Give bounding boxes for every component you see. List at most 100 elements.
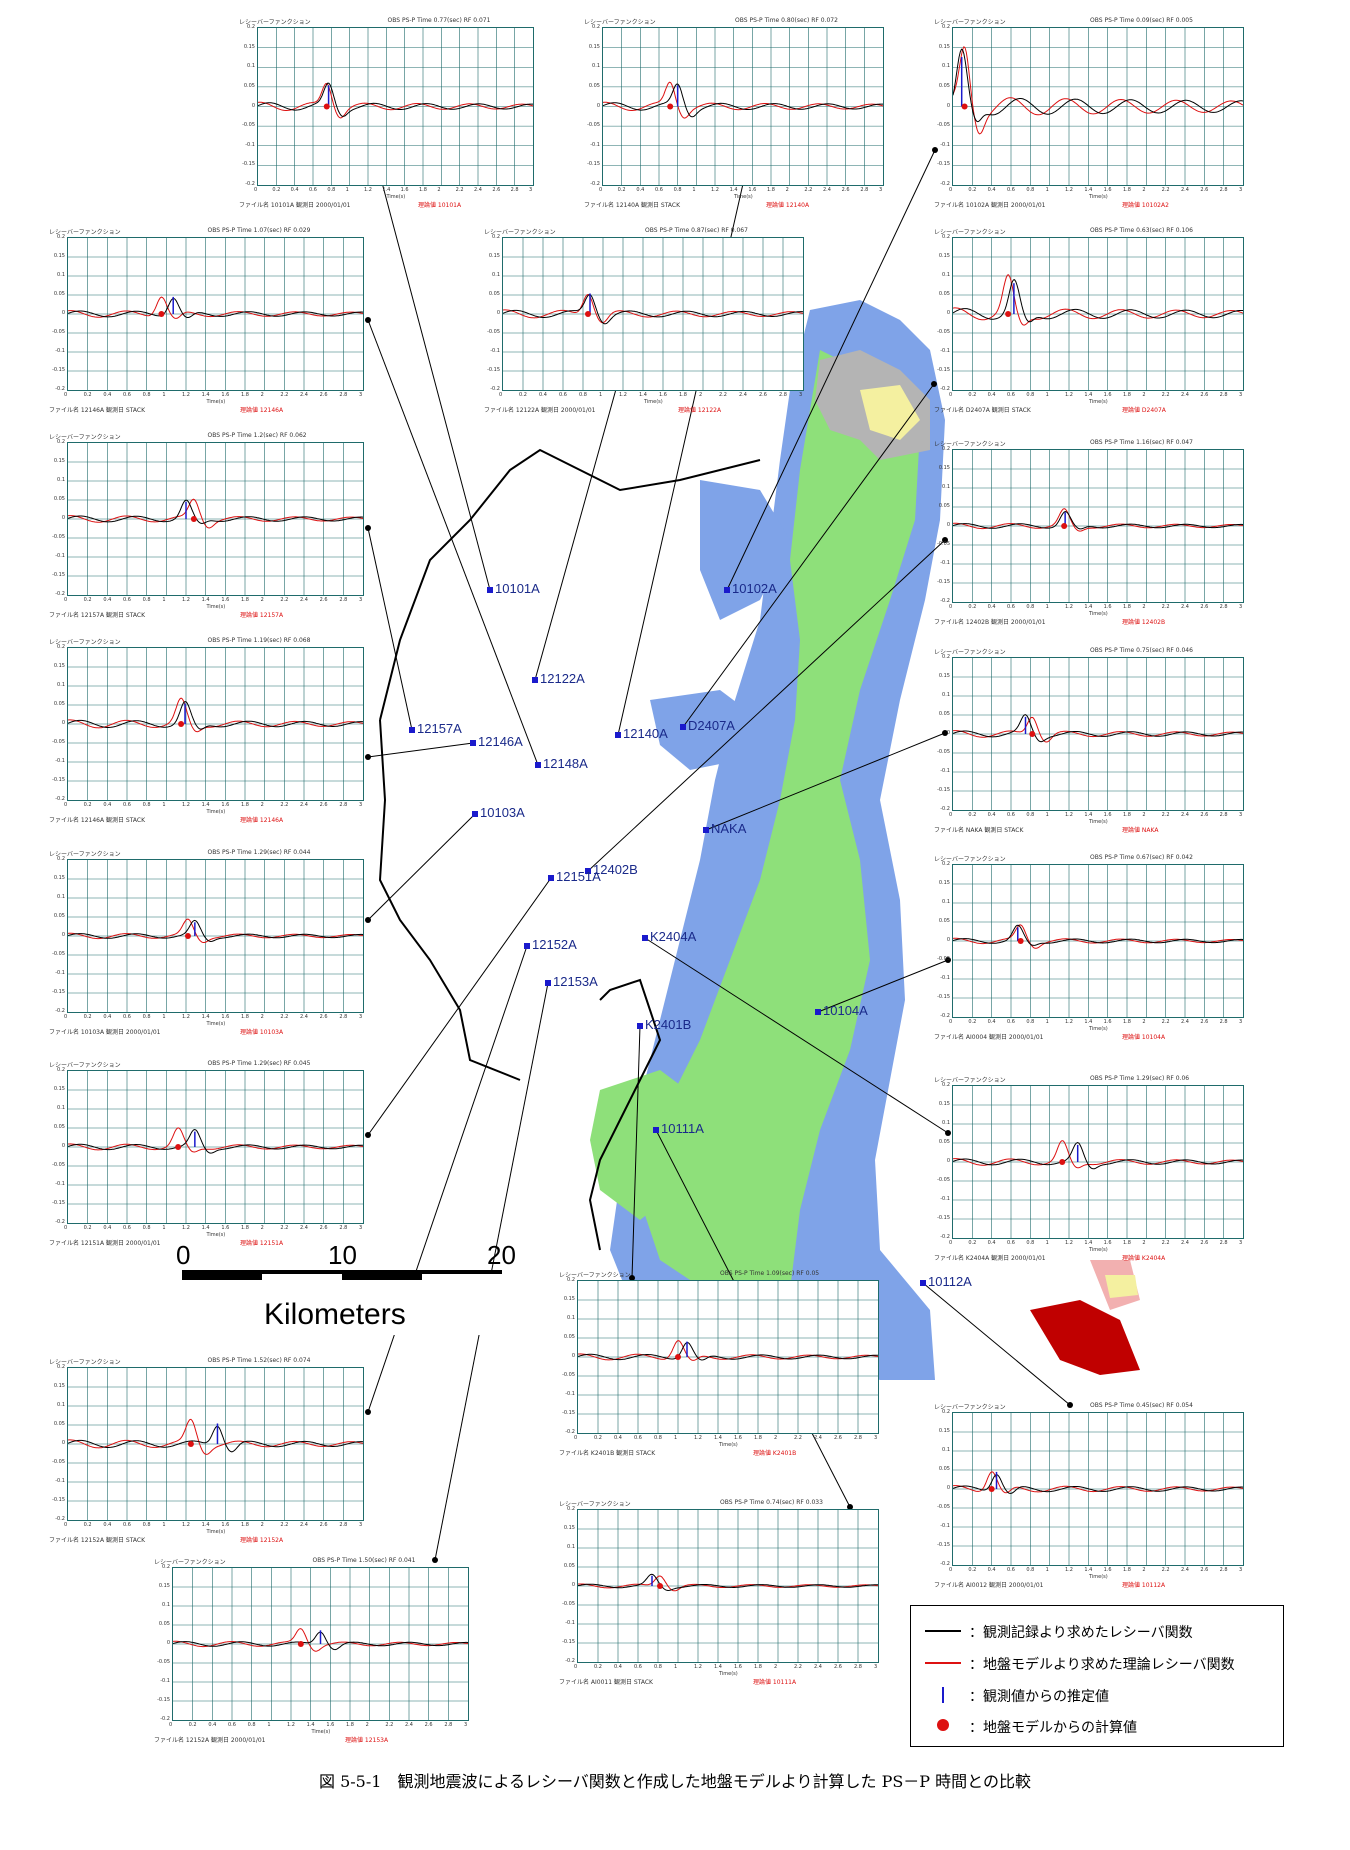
x-tick-label: 1.6: [221, 392, 230, 398]
x-tick-label: 1: [345, 187, 349, 193]
y-tick-label: -0.2: [160, 1716, 170, 1722]
x-tick-label: 2.2: [1161, 604, 1170, 610]
panel-file-info: ファイル名 12157A 観測日 STACK: [49, 612, 146, 619]
y-tick-label: 0.1: [942, 1447, 950, 1453]
x-tick-label: 2.8: [1219, 1019, 1228, 1025]
x-tick-label: 1.8: [1123, 1240, 1131, 1246]
x-axis-label: Time(s): [1089, 399, 1108, 405]
x-tick-label: 1.8: [1123, 187, 1131, 193]
x-tick-label: 1.4: [1084, 604, 1093, 610]
x-tick-label: 1.6: [659, 392, 667, 398]
y-tick-label: 0: [946, 102, 950, 109]
panel-plot-svg: [68, 860, 363, 1012]
observed-trace: [953, 48, 1243, 123]
station-marker-icon: [653, 1126, 659, 1133]
x-tick-label: 0.2: [83, 802, 92, 808]
y-tick-label: 0: [61, 1440, 65, 1446]
x-tick-label: 2.6: [1200, 604, 1209, 610]
x-tick-label: 0.2: [968, 1240, 977, 1246]
y-tick-label: 0.05: [53, 291, 65, 297]
x-tick-label: 1.2: [619, 392, 627, 398]
y-tick-label: -0.1: [590, 141, 600, 148]
x-tick-label: 1.2: [182, 1225, 190, 1231]
panel-plot-svg: [953, 1086, 1243, 1238]
x-tick-label: 0.4: [290, 187, 299, 193]
x-tick-label: 1.6: [1103, 1019, 1112, 1025]
panel-model-name: 理論値 10112A: [1122, 1582, 1166, 1589]
model-trace: [953, 1140, 1243, 1169]
x-tick-label: 1: [1045, 812, 1049, 818]
panel-plot-area: [952, 449, 1244, 603]
panel-plot-area: [502, 237, 804, 391]
station-marker-icon: [724, 586, 730, 593]
panel-plot-svg: [503, 238, 803, 390]
panel-plot-svg: [68, 443, 363, 595]
y-tick-label: -0.15: [937, 1542, 950, 1548]
x-tick-label: 2.6: [319, 392, 328, 398]
panel-plot-svg: [68, 1071, 363, 1223]
y-tick-label: -0.15: [52, 777, 65, 783]
x-tick-label: 1.4: [714, 1664, 722, 1670]
station-12152A: 12152A: [524, 937, 577, 952]
panel-obs-time: OBS PS-P Time 0.09(sec) RF 0.005: [1090, 17, 1193, 24]
panel-model-name: 理論値 K2404A: [1122, 1255, 1166, 1262]
x-tick-label: 0.2: [83, 1522, 92, 1528]
x-tick-label: 3: [359, 392, 363, 398]
x-tick-label: 0.6: [123, 1014, 131, 1020]
y-tick-label: 0.05: [938, 1139, 950, 1145]
x-tick-label: 2.4: [300, 1014, 308, 1020]
x-tick-label: 0.4: [103, 1225, 112, 1231]
land-unit-yellow-2: [1105, 1275, 1138, 1298]
x-axis-label: Time(s): [386, 194, 406, 200]
leader-line-p-K2401B: [631, 1025, 641, 1279]
y-tick-label: -0.2: [565, 1429, 575, 1435]
panel-title: レシーバーファンクション: [49, 639, 121, 646]
panel-model-name: 理論値 K2401B: [753, 1450, 797, 1457]
x-tick-label: 2.4: [300, 802, 308, 808]
observed-trace: [503, 294, 803, 325]
model-computed-marker: [1005, 311, 1012, 317]
x-tick-label: 1: [674, 1435, 678, 1441]
x-tick-label: 3: [529, 187, 533, 193]
y-tick-label: 0.2: [247, 24, 255, 30]
y-tick-label: 0.15: [563, 1296, 575, 1302]
leader-line-p-12151A: [367, 877, 552, 1136]
x-tick-label: 1.8: [1123, 1019, 1131, 1025]
y-tick-label: -0.1: [55, 348, 65, 354]
panel-obs-time: OBS PS-P Time 0.63(sec) RF 0.106: [1090, 227, 1193, 234]
panel-obs-time: OBS PS-P Time 0.75(sec) RF 0.046: [1090, 647, 1193, 654]
panel-title: レシーバーファンクション: [49, 229, 121, 236]
x-tick-label: 2.8: [339, 802, 348, 808]
station-10112A: 10112A: [920, 1274, 972, 1289]
scale-unit-label: Kilometers: [264, 1298, 406, 1331]
model-trace: [68, 1418, 363, 1455]
x-tick-label: 0.6: [309, 187, 317, 193]
x-axis-label: Time(s): [1089, 1574, 1108, 1580]
x-tick-label: 0.8: [1026, 812, 1035, 818]
y-tick-label: 0.05: [938, 1466, 950, 1472]
x-axis-label: Time(s): [206, 809, 226, 815]
x-tick-label: 2.6: [319, 1014, 328, 1020]
station-marker-icon: [472, 810, 478, 817]
panel-title: レシーバーファンクション: [934, 229, 1006, 236]
x-tick-label: 2: [1142, 812, 1146, 818]
y-tick-label: 0.1: [942, 63, 950, 70]
y-tick-label: 0.2: [942, 861, 950, 867]
y-tick-label: 0.05: [938, 82, 950, 89]
x-axis-label: Time(s): [1089, 1247, 1108, 1253]
x-tick-label: 1.2: [182, 802, 190, 808]
leader-line-p-10103A: [367, 813, 476, 921]
legend-model-marker: ：地盤モデルからの計算値: [969, 1720, 1137, 1736]
y-tick-label: -0.1: [55, 758, 65, 764]
panel-title: レシーバーファンクション: [239, 19, 311, 26]
x-tick-label: 1.4: [1084, 812, 1093, 818]
x-tick-label: 0.4: [987, 812, 996, 818]
x-tick-label: 0.2: [968, 1567, 977, 1573]
y-tick-label: -0.1: [55, 553, 65, 559]
x-tick-label: 0.2: [968, 187, 977, 193]
leader-line-p-12157A: [367, 527, 413, 731]
x-tick-label: 0.4: [636, 187, 645, 193]
x-tick-label: 2.8: [339, 1522, 348, 1528]
x-tick-label: 2.8: [1219, 392, 1228, 398]
